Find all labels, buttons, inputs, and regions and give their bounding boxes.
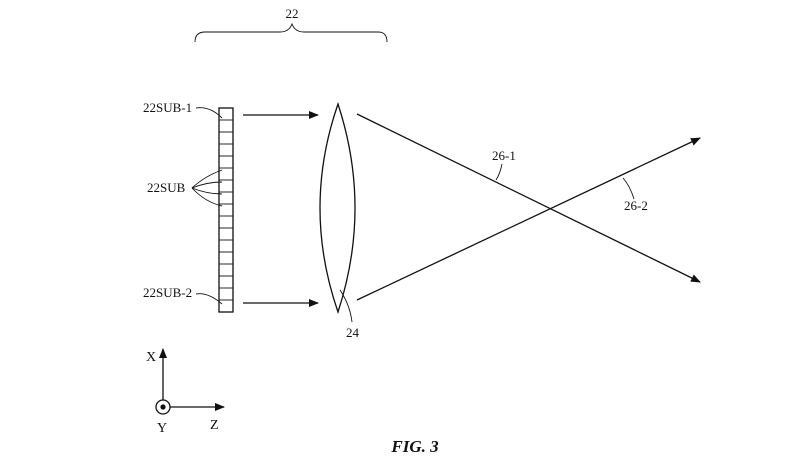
lens: [319, 101, 356, 315]
ray-2-label: 26-2: [624, 198, 648, 213]
figure-caption: FIG. 3: [390, 437, 439, 456]
group-label: 22: [286, 6, 299, 21]
axis-x-label: X: [146, 350, 156, 365]
ray-1-label: 26-1: [492, 148, 516, 163]
subpixel-last-leader: [195, 293, 223, 305]
coordinate-axes: [155, 348, 225, 415]
ray-1: [356, 113, 701, 283]
subpixel-last-label: 22SUB-2: [143, 285, 192, 300]
subpixel-first-leader: [195, 107, 223, 119]
subpixel-first-label: 22SUB-1: [143, 100, 192, 115]
subpixels-leaders: [191, 169, 223, 207]
subpixel-column: [218, 107, 234, 313]
lens-label: 24: [346, 325, 360, 340]
group-brace: [194, 22, 388, 43]
ray-1-leader: [495, 163, 503, 181]
ray-2-leader: [622, 177, 635, 200]
axis-z-label: Z: [210, 418, 219, 433]
lens-leader: [339, 289, 353, 323]
ray-2: [356, 137, 701, 301]
subpixels-label: 22SUB: [147, 180, 186, 195]
axis-y-label: Y: [157, 421, 167, 436]
